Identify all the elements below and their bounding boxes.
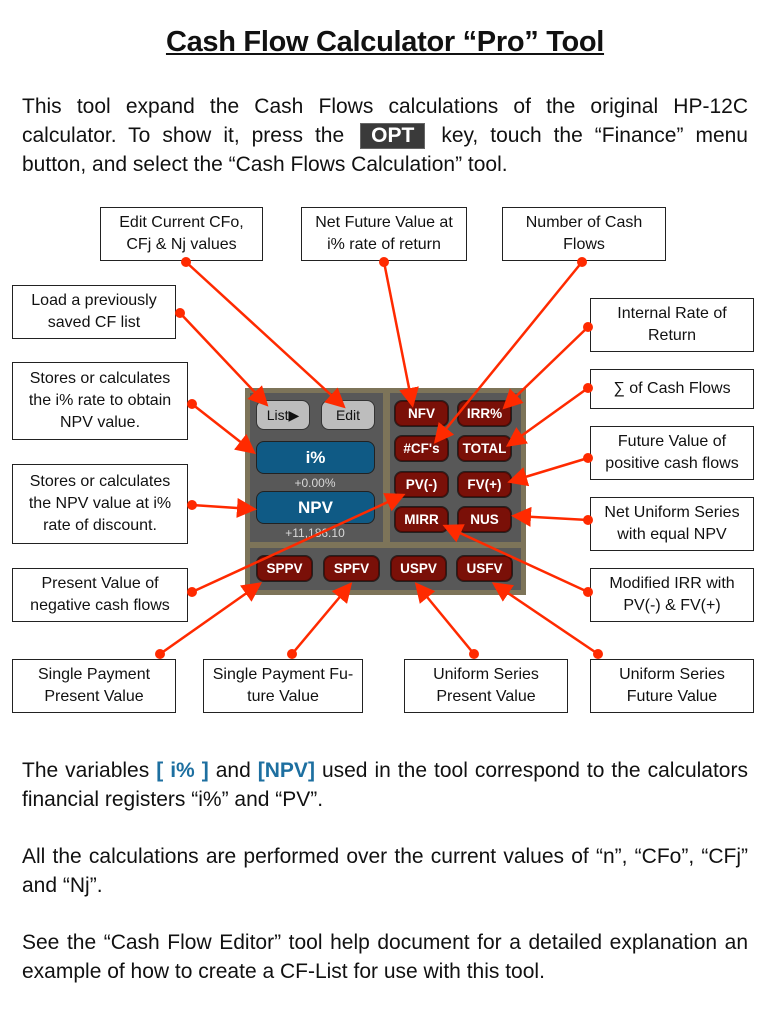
nus-button[interactable]: NUS (457, 506, 512, 533)
callout-nfv: Net Future Value at i% rate of return (301, 207, 467, 261)
callout-num-cf: Number of Cash Flows (502, 207, 666, 261)
var-i-rate: [ i% ] (156, 759, 209, 782)
pv-negative-button[interactable]: PV(-) (394, 471, 449, 498)
total-button[interactable]: TOTAL (457, 435, 512, 462)
dot-usfv (593, 649, 603, 659)
callout-uspv: Uniform Series Present Value (404, 659, 568, 713)
intro-paragraph: This tool expand the Cash Flows calculat… (22, 92, 748, 179)
dot-pv-neg (187, 587, 197, 597)
irr-button[interactable]: IRR% (457, 400, 512, 427)
callout-irr: Internal Rate of Return (590, 298, 754, 352)
paragraph-calculations: All the calculations are performed over … (22, 845, 748, 897)
npv-value: +11,186.10 (285, 526, 345, 540)
arrow-spfv (291, 582, 353, 655)
arrow-npv (191, 498, 257, 518)
dot-load (175, 308, 185, 318)
arrow-nus (511, 506, 589, 527)
callout-sppv: Single Payment Present Value (12, 659, 176, 713)
p1-text-c: used in the tool correspond to the calcu… (22, 759, 748, 811)
dot-sppv (155, 649, 165, 659)
nfv-button[interactable]: NFV (394, 400, 449, 427)
npv-button[interactable]: NPV (256, 491, 375, 524)
paragraph-variables: The variables [ i% ] and [NPV] used in t… (22, 756, 748, 814)
arrow-uspv (414, 582, 475, 655)
var-npv: [NPV] (257, 759, 315, 782)
callout-usfv: Uniform Series Future Value (590, 659, 754, 713)
fv-positive-button[interactable]: FV(+) (457, 471, 512, 498)
num-cfs-button[interactable]: #CF's (394, 435, 449, 462)
list-button[interactable]: List▶ (256, 400, 310, 430)
p1-text-a: The variables (22, 759, 150, 782)
dot-npv (187, 500, 197, 510)
callout-npv: Stores or calculates the NPV value at i%… (12, 464, 188, 544)
calculator-panel: List▶ Edit i% +0.00% NPV +11,186.10 NFV … (245, 388, 526, 595)
callout-mirr: Modified IRR with PV(-) & FV(+) (590, 568, 754, 622)
callout-spfv: Single Payment Fu-ture Value (203, 659, 363, 713)
arrow-edit (185, 261, 346, 409)
callout-sum: ∑ of Cash Flows (590, 369, 754, 409)
intro-text-before: This tool expand the Cash Flows calculat… (22, 95, 748, 147)
dot-irate (187, 399, 197, 409)
arrow-usfv (491, 582, 599, 656)
page-title: Cash Flow Calculator “Pro” Tool (165, 26, 605, 58)
callout-edit: Edit Current CFo, CFj & Nj values (100, 207, 263, 261)
intro-text-after: key, touch the “Finance” menu button, an… (22, 124, 748, 176)
callout-load-list: Load a previously saved CF list (12, 285, 176, 339)
i-rate-value: +0.00% (294, 476, 336, 490)
callout-fv-positive: Future Value of positive cash flows (590, 426, 754, 480)
p1-text-b: and (215, 759, 251, 782)
i-rate-button[interactable]: i% (256, 441, 375, 474)
dot-uspv (469, 649, 479, 659)
spfv-button[interactable]: SPFV (323, 555, 380, 582)
dot-spfv (287, 649, 297, 659)
edit-button[interactable]: Edit (321, 400, 375, 430)
uspv-button[interactable]: USPV (390, 555, 447, 582)
mirr-button[interactable]: MIRR (394, 506, 449, 533)
callout-nus: Net Uniform Series with equal NPV (590, 497, 754, 551)
paragraph-see-editor: See the “Cash Flow Editor” tool help doc… (22, 931, 748, 983)
opt-key-badge: OPT (360, 123, 426, 149)
callout-pv-negative: Present Value of negative cash flows (12, 568, 188, 622)
usfv-button[interactable]: USFV (456, 555, 513, 582)
arrow-irate (191, 403, 256, 455)
arrow-nfv (382, 261, 419, 408)
callout-i-rate: Stores or calculates the i% rate to obta… (12, 362, 188, 440)
sppv-button[interactable]: SPPV (256, 555, 313, 582)
